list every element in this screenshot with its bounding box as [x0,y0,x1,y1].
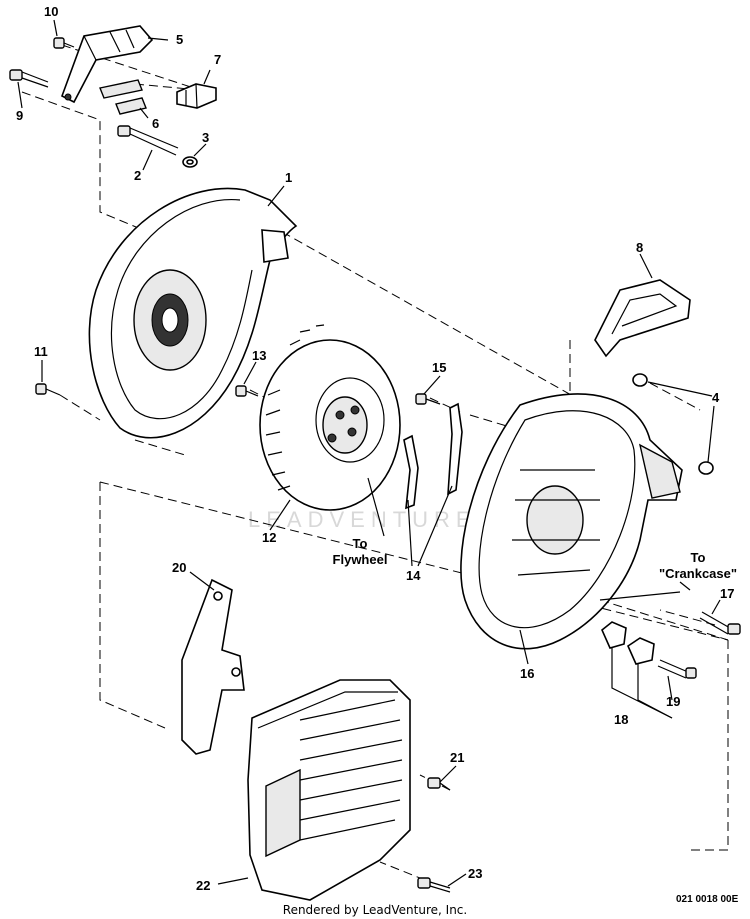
note-to-crankcase-line1: To [691,550,706,565]
label-part-18: 18 [614,712,628,727]
label-part-6: 6 [152,116,159,131]
label-part-3: 3 [202,130,209,145]
part-11-bolt [35,383,61,396]
note-to-flywheel-line2: Flywheel [333,552,388,567]
part-3-washer [182,156,198,168]
part-12-fan-impeller [259,324,401,511]
label-part-14: 14 [406,568,421,583]
label-part-21: 21 [450,750,464,765]
footer-credit: Rendered by LeadVenture, Inc. [283,903,467,917]
label-part-22: 22 [196,878,210,893]
part-1-fan-housing [88,187,298,439]
part-14-clips [403,402,463,510]
part-9-bolt [9,69,49,88]
label-part-19: 19 [666,694,680,709]
label-part-12: 12 [262,530,276,545]
label-part-23: 23 [468,866,482,881]
part-15-bolt [415,393,441,405]
note-to-flywheel-line1: To [353,536,368,551]
label-part-13: 13 [252,348,266,363]
label-part-4: 4 [712,390,720,405]
label-part-11: 11 [34,344,48,359]
part-4-nuts [632,373,714,475]
label-part-16: 16 [520,666,534,681]
part-18-clamps [601,621,655,665]
part-13-bolt [235,385,259,397]
part-17-bolt [699,611,741,635]
label-part-8: 8 [636,240,643,255]
label-part-10: 10 [44,4,58,19]
label-part-1: 1 [285,170,292,185]
part-labels: 1 2 3 4 5 6 7 8 9 10 11 12 13 14 15 16 1… [16,4,734,893]
label-part-9: 9 [16,108,23,123]
part-10-screw [53,37,75,49]
part-23-bolt [417,877,451,893]
part-6-pads [99,79,147,115]
label-part-15: 15 [432,360,446,375]
part-19-bolt [657,659,697,679]
part-8-handle [594,279,691,358]
watermark: LEADVENTURE [248,507,477,532]
part-5-bracket [61,25,154,104]
notes: To Flywheel To "Crankcase" [333,536,738,581]
note-to-crankcase-line2: "Crankcase" [659,566,737,581]
part-22-shroud [247,679,411,901]
label-part-2: 2 [134,168,141,183]
part-7-switch [176,83,217,109]
label-part-5: 5 [176,32,183,47]
part-20-bracket-plate [181,578,245,755]
part-21-bolt [427,777,451,791]
label-part-17: 17 [720,586,734,601]
label-part-7: 7 [214,52,221,67]
label-part-20: 20 [172,560,186,575]
part-16-blower-housing [460,393,683,650]
diagram-code: 021 0018 00E [676,894,739,905]
part-2-bolt [117,125,179,156]
leader-lines [17,19,721,887]
